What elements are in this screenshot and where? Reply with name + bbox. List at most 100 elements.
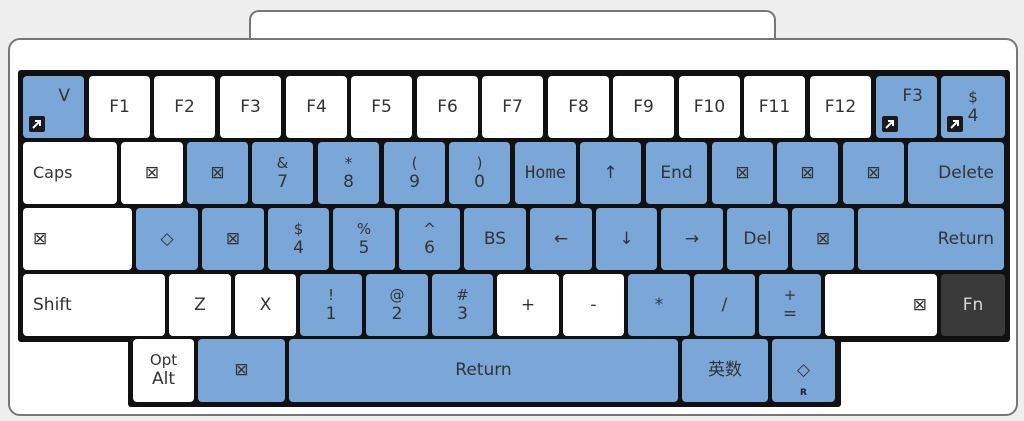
key-right[interactable]: →: [661, 208, 723, 270]
key-label: ⊠: [912, 294, 927, 315]
key-label: Alt: [151, 369, 176, 389]
key-dollar-4[interactable]: $4: [941, 76, 1005, 138]
key-label: F3: [240, 96, 261, 117]
key-label: ◇: [796, 360, 811, 380]
key-blank-r3-1[interactable]: ⊠: [23, 208, 132, 270]
key-label: ⊠: [866, 162, 881, 183]
key-up[interactable]: ↑: [580, 142, 641, 204]
key-label: *: [654, 294, 664, 315]
key-shift-label: +: [783, 285, 797, 304]
key-f7[interactable]: F7: [482, 76, 543, 138]
key-label: F4: [306, 96, 327, 117]
key-del[interactable]: Del: [727, 208, 788, 270]
key-v[interactable]: V: [23, 76, 84, 138]
key-diamond[interactable]: ◇: [136, 208, 198, 270]
key-shift-label: $: [293, 219, 304, 238]
key-label: 1: [325, 303, 337, 324]
key-blank-r2-5[interactable]: ⊠: [843, 142, 904, 204]
key-rparen-0[interactable]: )0: [449, 142, 510, 204]
key-label: F7: [502, 96, 523, 117]
key-asterisk[interactable]: *: [628, 274, 690, 336]
key-blank-r2-3[interactable]: ⊠: [712, 142, 773, 204]
key-amp-7[interactable]: &7: [252, 142, 313, 204]
key-f3[interactable]: F3: [220, 76, 281, 138]
key-label: Shift: [33, 294, 72, 315]
key-label: End: [660, 162, 693, 183]
key-dollar-4b[interactable]: $4: [268, 208, 329, 270]
key-pct-5[interactable]: %5: [333, 208, 395, 270]
key-return[interactable]: Return: [858, 208, 1004, 270]
key-down[interactable]: ↓: [596, 208, 657, 270]
key-label: Home: [525, 162, 566, 183]
key-return-space[interactable]: Return: [289, 339, 678, 402]
key-home[interactable]: Home: [515, 142, 576, 204]
key-label: =: [782, 303, 798, 324]
key-slash[interactable]: /: [694, 274, 755, 336]
arrow-up-right-icon: [29, 116, 45, 132]
key-label: ↓: [619, 228, 634, 249]
key-label: 4: [967, 105, 979, 126]
key-z[interactable]: Z: [169, 274, 231, 336]
key-f4[interactable]: F4: [286, 76, 347, 138]
key-label: Return: [455, 360, 512, 380]
key-f11[interactable]: F11: [744, 76, 805, 138]
key-label: 8: [343, 171, 354, 192]
key-blank-r3-3[interactable]: ⊠: [792, 208, 854, 270]
key-f6[interactable]: F6: [417, 76, 478, 138]
key-plus-equal[interactable]: +=: [759, 274, 821, 336]
key-label: -: [590, 294, 597, 315]
key-label: BS: [483, 228, 507, 249]
key-x[interactable]: X: [235, 274, 296, 336]
key-lparen-9[interactable]: (9: [384, 142, 445, 204]
key-at-2[interactable]: @2: [366, 274, 428, 336]
key-label: ⊠: [225, 228, 241, 249]
key-eisu[interactable]: 英数: [682, 339, 768, 402]
key-blank-r3-2[interactable]: ⊠: [202, 208, 264, 270]
key-delete[interactable]: Delete: [908, 142, 1004, 204]
key-fn[interactable]: Fn: [941, 274, 1005, 336]
key-left[interactable]: ←: [530, 208, 592, 270]
key-label: X: [259, 294, 272, 315]
key-hash-3[interactable]: #3: [432, 274, 493, 336]
key-shift-label: #: [456, 285, 469, 304]
key-f2[interactable]: F2: [154, 76, 215, 138]
key-caret-6[interactable]: ^6: [399, 208, 460, 270]
key-sub-label: R: [800, 388, 807, 398]
key-plus[interactable]: +: [497, 274, 559, 336]
key-label: 4: [293, 237, 304, 258]
key-minus[interactable]: -: [563, 274, 624, 336]
key-blank-r4-1[interactable]: ⊠: [825, 274, 937, 336]
key-label: F11: [758, 96, 791, 117]
key-f3-alt[interactable]: F3: [876, 76, 937, 138]
key-f12[interactable]: F12: [810, 76, 871, 138]
key-caps[interactable]: Caps: [23, 142, 117, 204]
key-f8[interactable]: F8: [548, 76, 609, 138]
key-label: ⊠: [33, 228, 48, 249]
key-f1[interactable]: F1: [89, 76, 150, 138]
key-diamond-r[interactable]: ◇R: [772, 339, 835, 402]
key-f9[interactable]: F9: [613, 76, 674, 138]
key-f10[interactable]: F10: [679, 76, 740, 138]
key-star-8[interactable]: *8: [318, 142, 379, 204]
key-shift-label: Opt: [149, 351, 178, 369]
key-excl-1[interactable]: !1: [300, 274, 362, 336]
key-shift[interactable]: Shift: [23, 274, 165, 336]
key-blank-r2-2[interactable]: ⊠: [187, 142, 248, 204]
key-blank-r2-4[interactable]: ⊠: [777, 142, 838, 204]
key-shift-label: ): [476, 153, 483, 172]
key-label: F8: [568, 96, 589, 117]
key-blank-r5-1[interactable]: ⊠: [198, 339, 285, 402]
key-label: ⊠: [144, 162, 160, 183]
key-label: ⊠: [800, 162, 815, 183]
key-blank-r2-1[interactable]: ⊠: [121, 142, 183, 204]
key-shift-label: *: [344, 153, 353, 172]
key-label: +: [520, 294, 536, 315]
key-label: F9: [633, 96, 654, 117]
key-end[interactable]: End: [646, 142, 707, 204]
key-label: Fn: [962, 294, 984, 315]
key-label: Delete: [938, 162, 994, 183]
key-bs[interactable]: BS: [464, 208, 526, 270]
key-f5[interactable]: F5: [351, 76, 412, 138]
key-label: F2: [174, 96, 195, 117]
